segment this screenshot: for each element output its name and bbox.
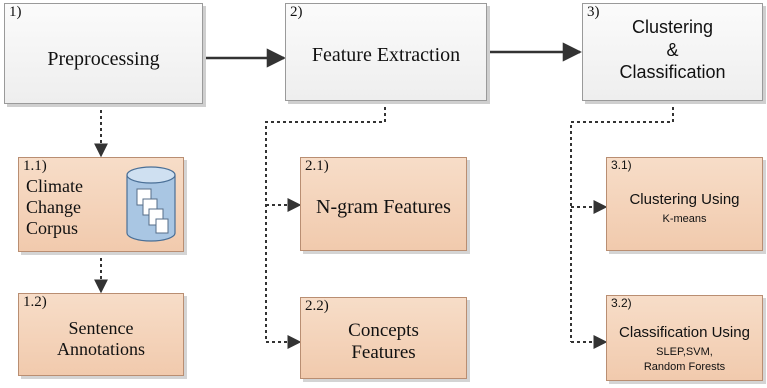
title-line: & [666,39,679,60]
step-clustering-classification-box: 3) Clustering & Classification [582,3,763,101]
step-number: 1) [9,4,22,20]
title-line: Sentence [68,318,134,338]
substep-corpus-box: 1.1) Climate Change Corpus [18,157,184,252]
substep-number: 2.1) [305,158,329,174]
step-preprocessing-box: 1) Preprocessing [4,3,203,104]
step-number: 2) [290,4,303,20]
substep-title: N-gram Features [316,196,451,218]
step-number: 3) [587,4,600,20]
title-line: Annotations [57,339,145,360]
substep-title: Clustering Using [629,191,740,208]
title-line: Clustering [631,17,714,37]
title-line: Classification [619,62,726,82]
bracket-step-3 [570,101,674,342]
substep-number: 3.2) [611,296,632,310]
step-title: Clustering & Classification [583,16,762,84]
detail-line: SLEP,SVM, [656,346,713,358]
title-line: Corpus [26,218,79,239]
step-title: Preprocessing [47,48,160,70]
title-line: Concepts [348,320,419,341]
step-title: Feature Extraction [311,44,461,66]
substep-number: 3.1) [611,158,632,172]
substep-title: Sentence Annotations [19,318,183,360]
database-icon [126,166,176,242]
substep-title: Classification Using [619,324,750,341]
detail-line: Random Forests [643,360,726,373]
substep-annotations-box: 1.2) Sentence Annotations [18,293,184,376]
bracket-step-2 [265,101,386,342]
substep-concepts-box: 2.2) Concepts Features [300,297,467,379]
title-line: Change [26,197,81,218]
substep-number: 1.2) [23,294,47,310]
substep-number: 1.1) [23,158,47,174]
step-feature-extraction-box: 2) Feature Extraction [285,3,487,101]
substep-number: 2.2) [305,298,329,314]
title-line: Climate [26,176,83,196]
substep-detail: K-means [662,213,707,225]
substep-title: Concepts Features [301,320,466,365]
substep-clustering-box: 3.1) Clustering Using K-means [606,157,763,251]
substep-classification-box: 3.2) Classification Using SLEP,SVM, Rand… [606,295,763,381]
substep-detail: SLEP,SVM, Random Forests [607,345,762,375]
substep-ngram-box: 2.1) N-gram Features [300,157,467,251]
substep-title: Climate Change Corpus [26,176,83,239]
title-line: Features [351,342,416,364]
